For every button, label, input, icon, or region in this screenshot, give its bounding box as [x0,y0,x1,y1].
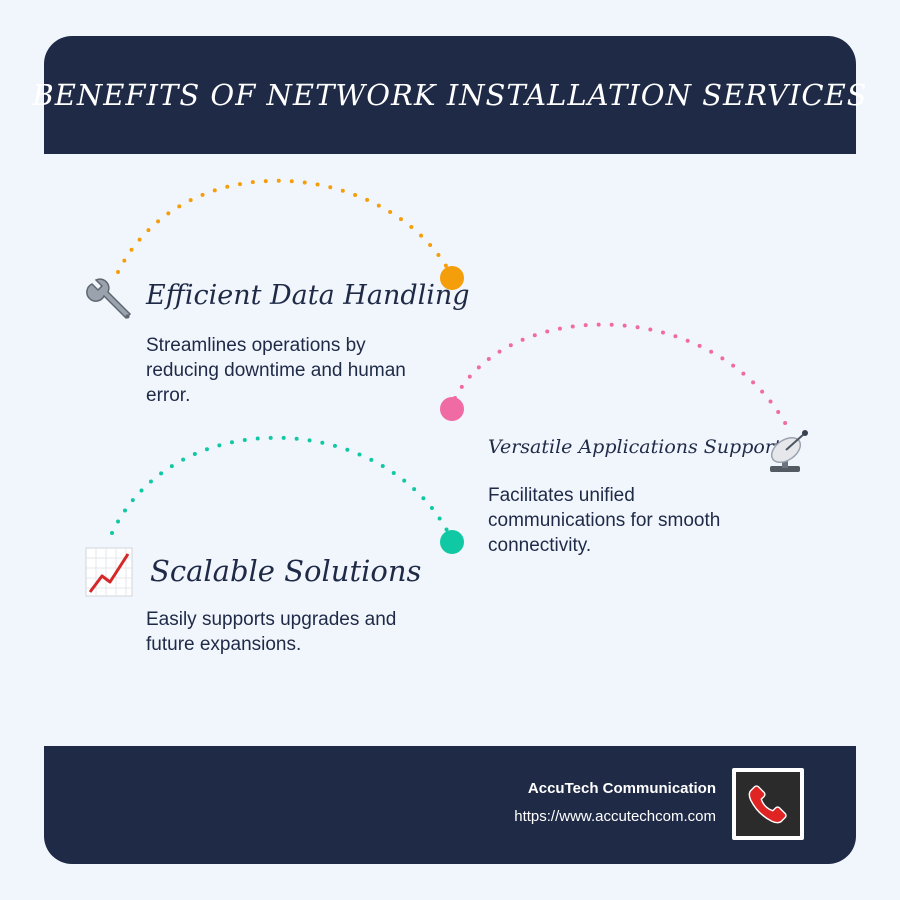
page-title: BENEFITS OF NETWORK INSTALLATION SERVICE… [32,78,868,112]
website-link[interactable]: https://www.accutechcom.com [514,808,716,825]
chart-increasing-icon [84,546,134,598]
arc-scalable-solutions [110,435,454,542]
dot-efficient-data-handling [440,266,464,290]
company-name: AccuTech Communication [527,780,716,797]
dot-versatile-applications-support [440,397,464,421]
dot-scalable-solutions [440,530,464,554]
arc-efficient-data-handling [116,178,454,278]
telephone-icon [732,768,804,840]
benefit-title-versatile-applications-support: Versatile Applications Support [488,436,782,458]
benefit-desc-versatile-applications-support: Facilitates unified communications for s… [488,485,721,556]
benefit-desc-efficient-data-handling: Streamlines operations by reducing downt… [146,335,406,406]
footer-banner: AccuTech Communication https://www.accut… [44,746,856,864]
benefit-title-efficient-data-handling: Efficient Data Handling [146,280,470,311]
header-banner: BENEFITS OF NETWORK INSTALLATION SERVICE… [32,36,867,154]
benefit-title-scalable-solutions: Scalable Solutions [150,554,422,588]
benefit-desc-scalable-solutions: Easily supports upgrades and future expa… [146,609,397,655]
arc-versatile-applications-support [453,322,792,434]
wrench-icon [82,276,136,330]
satellite-dish-icon [762,422,818,478]
